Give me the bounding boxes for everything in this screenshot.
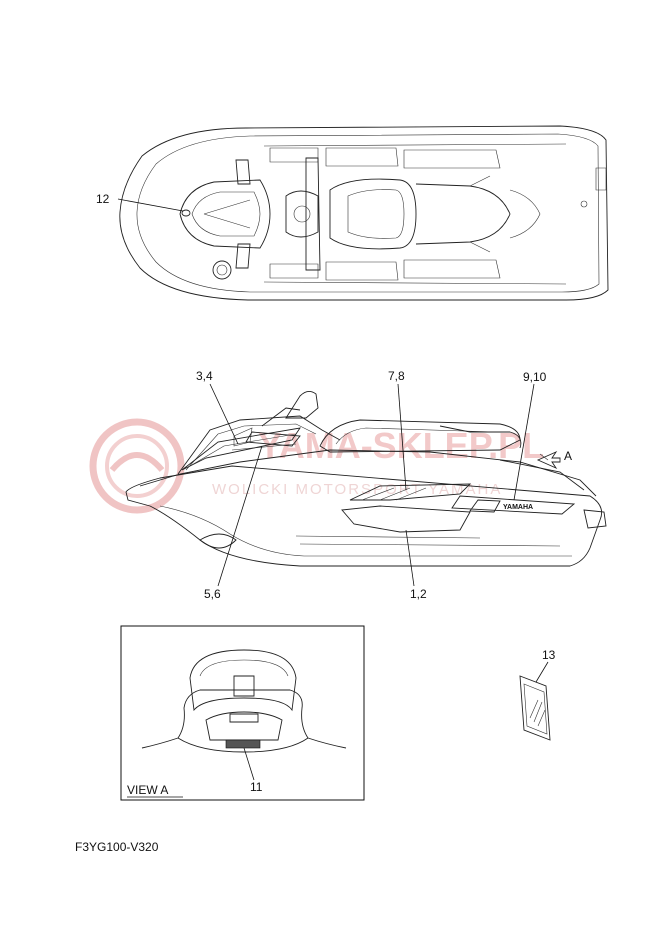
callout-1-2: 1,2 bbox=[410, 587, 427, 601]
watermark-logo-icon bbox=[89, 418, 185, 514]
view-a-box bbox=[120, 625, 365, 801]
hull-brand-text: YAMAHA bbox=[503, 504, 533, 511]
callout-5-6: 5,6 bbox=[204, 587, 221, 601]
side-view: YAMAHA bbox=[125, 391, 607, 567]
callout-13: 13 bbox=[542, 648, 556, 662]
top-view bbox=[119, 125, 609, 301]
view-a-label: VIEW A bbox=[127, 783, 168, 797]
callout-9-10: 9,10 bbox=[523, 370, 547, 384]
part-code: F3YG100-V320 bbox=[75, 840, 159, 854]
part-13-label bbox=[519, 675, 551, 741]
callout-7-8: 7,8 bbox=[388, 369, 405, 383]
callout-3-4: 3,4 bbox=[196, 369, 213, 383]
callout-12: 12 bbox=[96, 192, 110, 206]
callout-view-a: A bbox=[564, 449, 572, 463]
callout-11: 11 bbox=[250, 780, 263, 794]
watermark-subtitle: WOLICKI MOTORSPORT YAMAHA bbox=[212, 481, 502, 498]
